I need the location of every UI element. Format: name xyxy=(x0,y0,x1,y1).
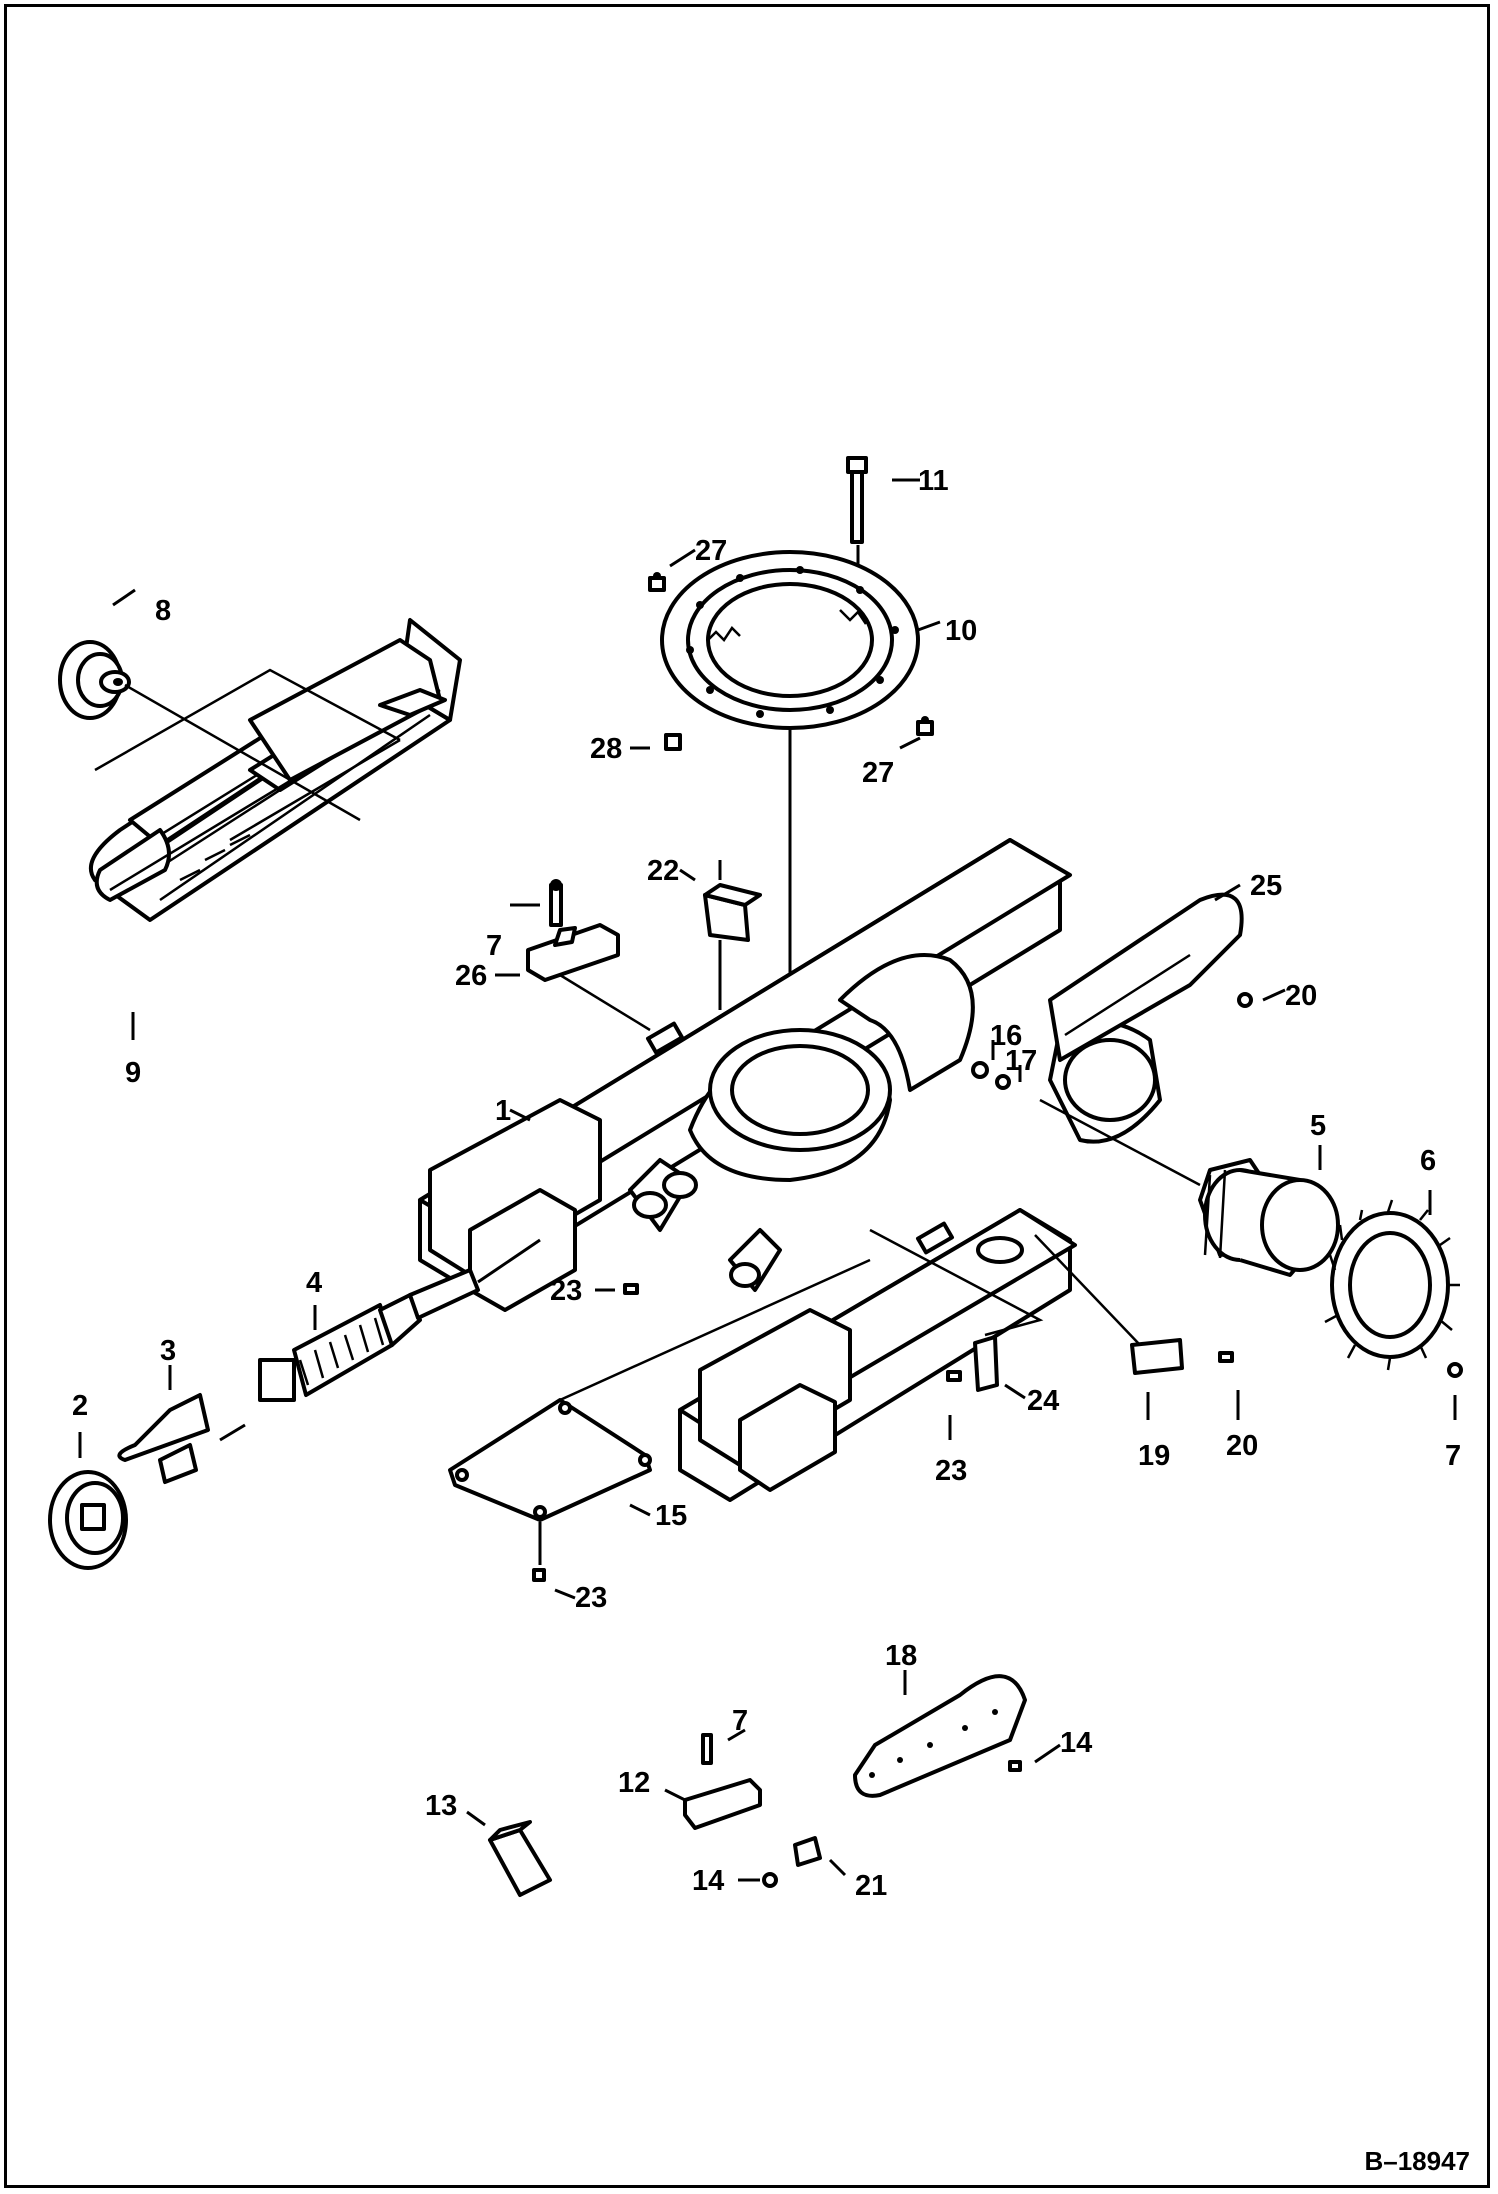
callout-23-bottom: 23 xyxy=(575,1582,607,1614)
callout-28: 28 xyxy=(590,733,622,765)
fitting-17 xyxy=(995,1074,1011,1090)
bolt-14-left xyxy=(762,1872,778,1888)
callout-17: 17 xyxy=(1005,1045,1037,1077)
cover-plate-18 xyxy=(853,1674,1027,1798)
callout-12: 12 xyxy=(618,1767,650,1799)
guard-plate-15 xyxy=(448,1398,652,1522)
block-26 xyxy=(526,923,620,982)
bolt-11 xyxy=(846,456,868,544)
leader-8-track xyxy=(94,668,401,842)
callout-16: 16 xyxy=(990,1020,1022,1052)
callout-20-top: 20 xyxy=(1285,980,1317,1012)
bracket-24 xyxy=(973,1335,999,1392)
callout-27-right: 27 xyxy=(862,757,894,789)
callout-24: 24 xyxy=(1027,1385,1059,1417)
bolt-14-right xyxy=(1008,1760,1022,1772)
fitting-28 xyxy=(664,733,682,751)
swing-bearing xyxy=(660,550,920,730)
bolt-23-mid xyxy=(946,1370,962,1382)
callout-8: 8 xyxy=(155,595,171,627)
callout-labels: 1 2 3 4 5 6 7 7 7 8 9 10 11 12 13 14 14 … xyxy=(72,465,1461,1902)
bolt-20-bottom xyxy=(1218,1351,1234,1363)
callout-18: 18 xyxy=(885,1640,917,1672)
bracket-13 xyxy=(488,1820,552,1897)
leader-lines xyxy=(78,478,1457,1882)
callout-19: 19 xyxy=(1138,1440,1170,1472)
callout-14-left: 14 xyxy=(692,1865,724,1897)
callout-2: 2 xyxy=(72,1390,88,1422)
fitting-27-top xyxy=(648,572,666,592)
bolt-7-bottom xyxy=(701,1733,713,1765)
recoil-spring xyxy=(258,1268,480,1402)
sprocket xyxy=(1324,1199,1460,1371)
callout-5: 5 xyxy=(1310,1110,1326,1142)
callout-4: 4 xyxy=(306,1267,322,1299)
callout-7-bottom: 7 xyxy=(732,1705,748,1737)
callout-23-mid: 23 xyxy=(935,1455,967,1487)
fitting-27-right xyxy=(916,716,934,736)
callout-1: 1 xyxy=(495,1095,511,1127)
callout-7-top: 7 xyxy=(486,930,502,962)
bolt-20-top xyxy=(1237,992,1253,1008)
callout-6: 6 xyxy=(1420,1145,1436,1177)
bolt-7-right xyxy=(1447,1362,1463,1378)
bracket-22 xyxy=(703,883,762,942)
callout-10: 10 xyxy=(945,615,977,647)
callout-20-bottom: 20 xyxy=(1226,1430,1258,1462)
cover-25 xyxy=(1048,892,1244,1062)
clip-21 xyxy=(793,1836,822,1867)
drawing-code: B–18947 xyxy=(1364,2146,1470,2176)
idler-wheel-top xyxy=(58,640,131,720)
lower-frame xyxy=(418,838,1162,1502)
callout-3: 3 xyxy=(160,1335,176,1367)
bolt-7-top xyxy=(549,879,563,927)
callout-21: 21 xyxy=(855,1870,887,1902)
callout-7-right: 7 xyxy=(1445,1440,1461,1472)
callout-13: 13 xyxy=(425,1790,457,1822)
callout-26: 26 xyxy=(455,960,487,992)
plate-19 xyxy=(1130,1338,1184,1375)
block-12 xyxy=(683,1778,762,1830)
callout-27-top: 27 xyxy=(695,535,727,567)
fitting-16 xyxy=(971,1061,989,1079)
callout-15: 15 xyxy=(655,1500,687,1532)
travel-motor xyxy=(1198,1158,1340,1277)
callout-14-right: 14 xyxy=(1060,1727,1092,1759)
idler-wheel-bottom xyxy=(48,1470,128,1570)
callout-11: 11 xyxy=(918,465,949,497)
callout-9: 9 xyxy=(125,1057,141,1089)
callout-25: 25 xyxy=(1250,870,1282,902)
bolt-23-bottom xyxy=(532,1568,546,1582)
callout-23-left: 23 xyxy=(550,1275,582,1307)
yoke xyxy=(117,1393,210,1484)
bolt-23-left xyxy=(623,1283,639,1295)
callout-22: 22 xyxy=(647,855,679,887)
